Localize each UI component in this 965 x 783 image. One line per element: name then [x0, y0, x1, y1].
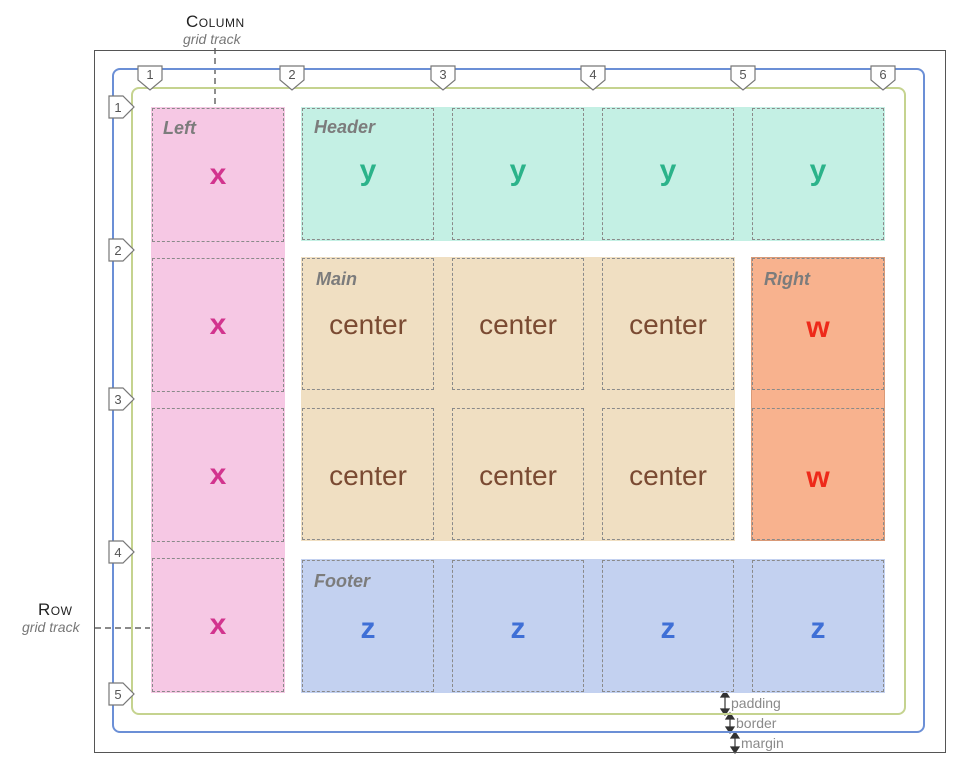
area-symbol: x: [209, 608, 227, 641]
area-label-left: Left: [163, 118, 196, 138]
row-line-number: 1: [114, 100, 121, 115]
grid-cell: [452, 560, 584, 692]
column-annotation-subtitle: grid track: [183, 31, 241, 47]
area-symbol: y: [659, 154, 677, 187]
grid-cell: [152, 108, 284, 242]
area-symbol: x: [209, 458, 227, 491]
border-label: border: [736, 715, 777, 731]
area-symbol: center: [479, 309, 557, 340]
grid-cell: [152, 558, 284, 692]
grid-area-footer: Footer z z z z: [301, 559, 885, 693]
margin-label: margin: [741, 735, 784, 751]
grid-cell: [302, 108, 434, 240]
grid-cell: [302, 408, 434, 540]
grid-cell: [752, 258, 884, 390]
grid-cell: [302, 560, 434, 692]
column-line-number: 2: [288, 67, 295, 82]
padding-label: padding: [731, 695, 781, 711]
box-model-arrows: [719, 689, 741, 755]
column-line-number: 6: [879, 67, 886, 82]
grid-cell: [602, 408, 734, 540]
grid-cell: [152, 258, 284, 392]
grid-cell: [452, 258, 584, 390]
row-line-number: 4: [114, 545, 121, 560]
area-label-right: Right: [764, 269, 810, 289]
area-symbol: z: [810, 612, 826, 645]
row-line-marker: 1: [108, 95, 135, 119]
column-line-marker: 5: [730, 65, 756, 91]
area-symbol: y: [359, 154, 377, 187]
grid-cell: [452, 408, 584, 540]
grid-cell: [302, 258, 434, 390]
area-symbol: z: [660, 612, 676, 645]
grid-container-frame: [94, 50, 946, 753]
column-line-number: 5: [739, 67, 746, 82]
grid-cell: [752, 408, 884, 540]
area-symbol: center: [329, 460, 407, 491]
area-symbol: w: [806, 461, 830, 494]
row-line-marker: 2: [108, 238, 135, 262]
area-symbol: center: [629, 309, 707, 340]
row-line-number: 3: [114, 392, 121, 407]
area-symbol: w: [806, 311, 830, 344]
area-label-main: Main: [316, 269, 358, 289]
column-line-marker: 6: [870, 65, 896, 91]
row-line-number: 2: [114, 243, 121, 258]
area-symbol: z: [510, 612, 526, 645]
area-symbol: center: [629, 460, 707, 491]
column-line-number: 1: [146, 67, 153, 82]
column-line-marker: 4: [580, 65, 606, 91]
column-line-number: 3: [439, 67, 446, 82]
area-label-footer: Footer: [314, 571, 370, 591]
grid-cell: [602, 560, 734, 692]
area-symbol: center: [329, 309, 407, 340]
row-line-number: 5: [114, 687, 121, 702]
area-symbol: y: [809, 154, 827, 187]
grid-area-right: Right w w: [751, 257, 885, 541]
area-symbol: x: [209, 308, 227, 341]
grid-area-header: Header y y y y: [301, 107, 885, 241]
grid-cell: [152, 408, 284, 542]
grid-cell: [752, 560, 884, 692]
area-symbol: x: [209, 158, 227, 191]
row-line-marker: 3: [108, 387, 135, 411]
area-symbol: z: [360, 612, 376, 645]
grid-area-main: Main center center center center center …: [301, 257, 735, 541]
row-line-marker: 5: [108, 682, 135, 706]
area-symbol: center: [479, 460, 557, 491]
grid-area-left: Left x x x x: [151, 107, 285, 693]
grid-cell: [752, 108, 884, 240]
column-annotation-title: Column: [186, 12, 245, 31]
area-symbol: y: [509, 154, 527, 187]
column-line-marker: 2: [279, 65, 305, 91]
column-line-marker: 3: [430, 65, 456, 91]
row-line-marker: 4: [108, 540, 135, 564]
grid-cell: [602, 108, 734, 240]
grid-cell: [452, 108, 584, 240]
grid-cell: [602, 258, 734, 390]
area-label-header: Header: [314, 117, 376, 137]
row-annotation-subtitle: grid track: [22, 619, 80, 635]
column-line-marker: 1: [137, 65, 163, 91]
row-annotation-title: Row: [38, 600, 73, 619]
column-line-number: 4: [589, 67, 596, 82]
